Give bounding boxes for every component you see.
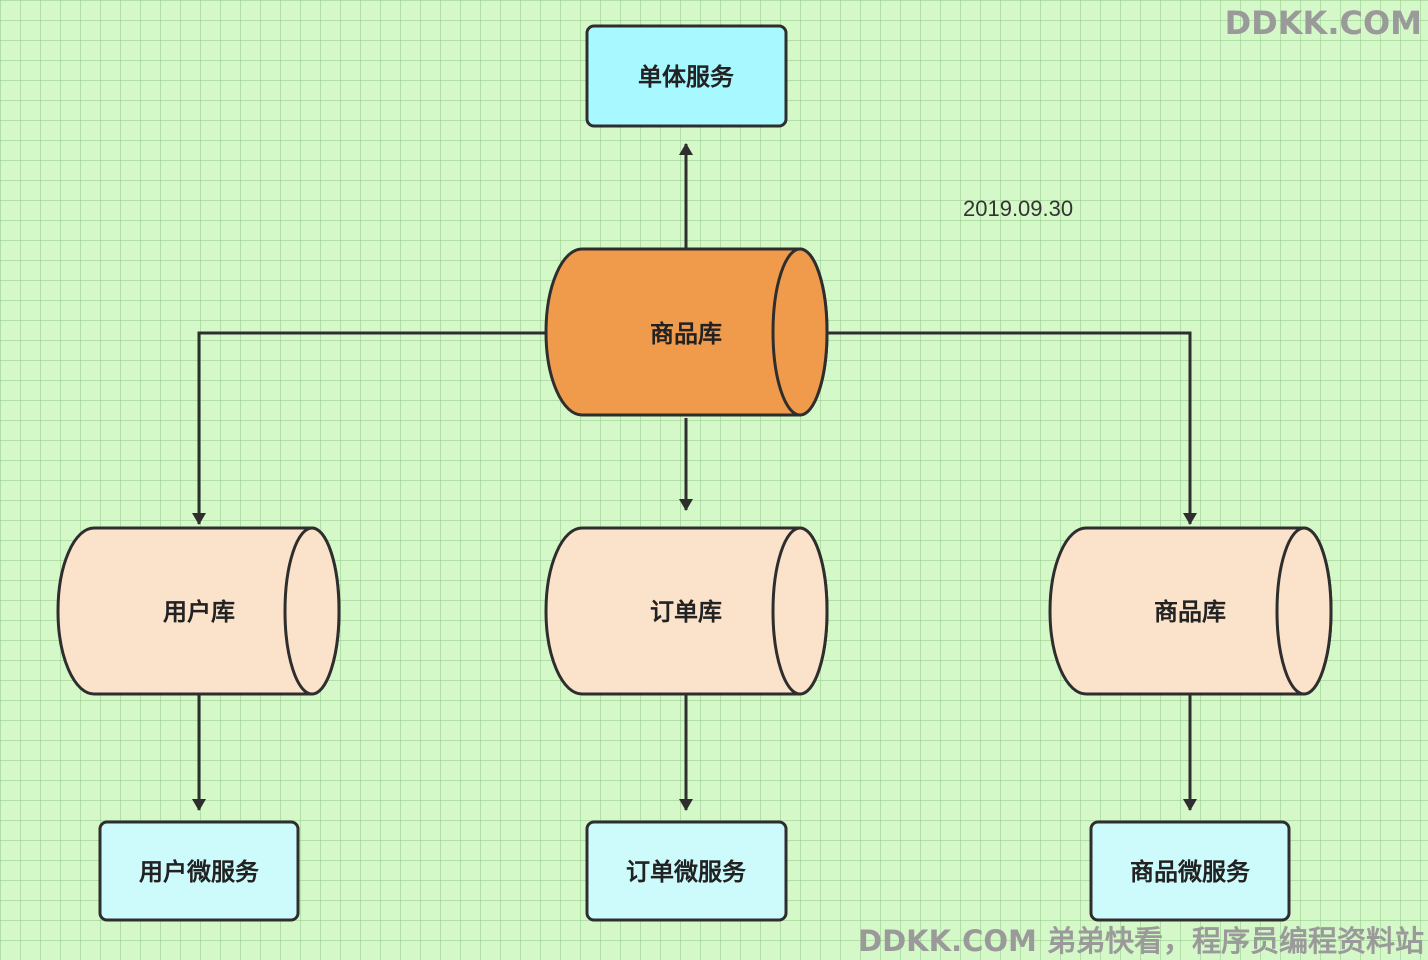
product-service-node[interactable]: 商品微服务 <box>1089 820 1291 922</box>
watermark-bottom: DDKK.COM 弟弟快看，程序员编程资料站 <box>858 924 1424 958</box>
date-label: 2019.09.30 <box>963 196 1074 221</box>
arrow-central-to-user-db <box>192 331 546 525</box>
product-db-label: 商品库 <box>1154 598 1226 626</box>
connectors <box>192 143 1197 811</box>
order-db-label: 订单库 <box>650 598 722 626</box>
monolith-service-label: 单体服务 <box>638 63 735 91</box>
product-service-label: 商品微服务 <box>1130 858 1251 886</box>
watermark-top: DDKK.COM <box>1224 4 1422 42</box>
central-product-db-node[interactable]: 商品库 <box>544 247 829 417</box>
user-db-node[interactable]: 用户库 <box>56 526 341 696</box>
product-db-node[interactable]: 商品库 <box>1048 526 1333 696</box>
user-service-label: 用户微服务 <box>139 858 260 886</box>
monolith-service-node[interactable]: 单体服务 <box>585 24 788 128</box>
user-db-label: 用户库 <box>163 598 235 626</box>
arrow-central-to-product-db <box>828 331 1197 525</box>
order-service-label: 订单微服务 <box>626 858 747 886</box>
order-db-node[interactable]: 订单库 <box>544 526 829 696</box>
central-db-label: 商品库 <box>650 320 722 348</box>
user-service-node[interactable]: 用户微服务 <box>98 820 300 922</box>
order-service-node[interactable]: 订单微服务 <box>585 820 788 922</box>
